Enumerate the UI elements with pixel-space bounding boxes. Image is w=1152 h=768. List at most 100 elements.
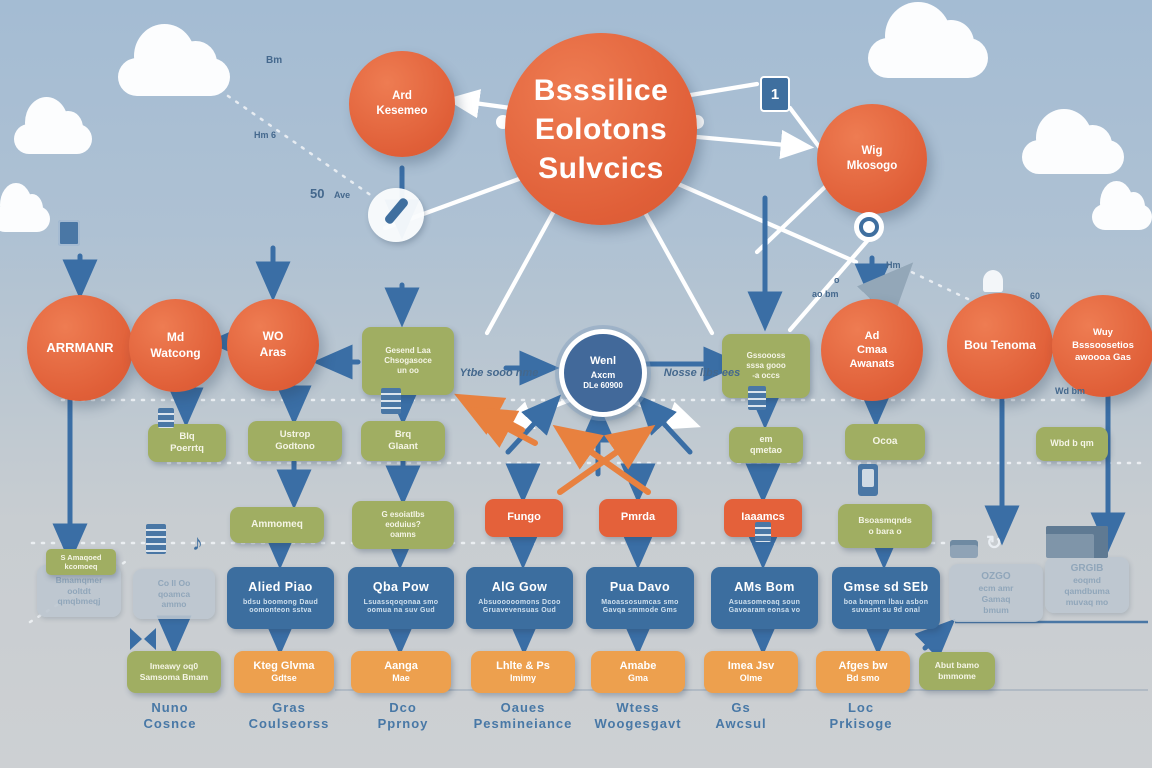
box-text: ecm amr — [978, 583, 1014, 594]
label-text: Dco — [389, 700, 417, 715]
node-text: awoooa Gas — [1075, 352, 1131, 364]
box-text: Bmamqmer — [55, 575, 103, 586]
node-md: Md Watcong — [129, 299, 222, 392]
label-text: Nuno — [151, 700, 189, 715]
box-text: Gesend Laa — [385, 346, 431, 355]
bowtie-icon — [130, 628, 156, 650]
box-text: Fungo — [507, 511, 541, 524]
box-text: sssa gooo — [746, 361, 786, 370]
rocket-icon — [368, 188, 424, 242]
label-text: Gs — [731, 700, 751, 715]
node-text: Bsssoosetios — [1072, 339, 1134, 351]
blue-box-qba: Qba Pow Lsuassqoqonaa smo oomua na suv G… — [348, 567, 454, 629]
label-text: Cosnce — [143, 716, 197, 732]
box-text: qamdbuma — [1064, 585, 1110, 596]
box-tag: S Amaqoed kcomoeq — [46, 549, 116, 575]
central-node: Bsssilice Eolotons Sulvcics — [505, 33, 697, 225]
node-text: Cmaa — [857, 343, 887, 356]
cloud — [14, 97, 92, 154]
box-text: Imeawy oq0 — [149, 661, 199, 672]
float-label-aobm: ao bm — [812, 289, 839, 299]
float-label-fifty: 50 — [310, 186, 325, 201]
card-icon — [950, 540, 978, 558]
box-subtext: Gruavevensuas Oud — [482, 607, 557, 615]
box-text: em — [759, 433, 773, 444]
target-icon — [854, 212, 884, 242]
node-text: Md — [166, 329, 185, 344]
box-text: G esoiatlbs — [381, 510, 425, 519]
bottom-box-amabe: Amabe Gma — [591, 651, 685, 693]
box-subtext: Asuasomeoaq soun — [728, 598, 801, 606]
box-text: oamns — [390, 530, 416, 539]
box-ozgo: OZGO ecm amr Gamaq bmum — [949, 564, 1043, 622]
box-text: ammo — [161, 599, 187, 610]
cloud — [1022, 109, 1124, 174]
box-text: eoduius? — [385, 520, 421, 529]
cloud — [0, 182, 50, 232]
float-label-ave: Ave — [334, 190, 351, 200]
box-title: Gmse sd SEb — [843, 579, 929, 594]
node-text: WO — [262, 329, 284, 344]
float-label-sixty: 60 — [1030, 291, 1041, 301]
box-text: Afges bw — [838, 659, 888, 672]
box-coiloo: Co Il Oo qoamca ammo — [133, 569, 215, 619]
box-text: qmqbmeqj — [57, 596, 101, 607]
node-ard: Ard Kesemeo — [349, 51, 455, 157]
blue-box-gmse: Gmse sd SEb boa bnqmm lbau asbon suvasnt… — [832, 567, 940, 629]
hub-text: DLe 60900 — [583, 381, 623, 391]
box-text: OZGO — [981, 570, 1011, 582]
document-badge-icon: 1 — [760, 76, 790, 112]
hub-node: Wenl Axcm DLe 60900 — [559, 329, 647, 417]
box-bsoasmqnds: Bsoasmqnds o bara o — [838, 504, 932, 548]
category-label: Gras Coulseorss — [237, 700, 341, 733]
node-text: Mkosogo — [846, 160, 898, 172]
box-subtext: Gavqa smmode Gms — [602, 607, 678, 615]
page-icon — [158, 408, 174, 428]
page-icon — [748, 386, 766, 410]
bottom-box-imea: Imea Jsv Olme — [704, 651, 798, 693]
box-subtext: Absuooooomons Dcoo — [478, 598, 561, 606]
category-label: Wtess Woogesgavt — [586, 700, 690, 733]
badge-number: 1 — [770, 85, 780, 103]
box-text: Abut bamo — [934, 660, 980, 671]
blue-box-alg: AlG Gow Absuooooomons Dcoo Gruavevensuas… — [466, 567, 573, 629]
node-wo: WO Aras — [227, 299, 319, 391]
box-title: AMs Bom — [734, 579, 795, 594]
box-gssoooss: Gssoooss sssa gooo -a occs — [722, 334, 810, 398]
rocket-body — [383, 196, 410, 226]
refresh-icon: ↻ — [986, 533, 1002, 554]
box-text: Ustrop — [279, 429, 311, 441]
box-text: Brq — [394, 429, 412, 441]
box-text: Imea Jsv — [727, 659, 775, 672]
box-grgib: GRGIB eoqmd qamdbuma muvaq mo — [1045, 557, 1129, 613]
box-text: Imimy — [509, 673, 536, 684]
clipboard-icon — [146, 524, 166, 554]
box-blq: Blq Poerrtq — [148, 424, 226, 462]
box-text: Godtono — [275, 441, 315, 452]
cloud — [118, 23, 230, 96]
node-text: Watcong — [150, 345, 201, 360]
node-text: Aras — [259, 345, 287, 359]
box-text: GRGIB — [1070, 562, 1104, 574]
category-label: Gs Awcsul — [701, 700, 781, 733]
category-label: Oaues Pesmineiance — [455, 700, 591, 733]
blue-box-alied: Alied Piao bdsu boomong Daud oomonteon s… — [227, 567, 334, 629]
label-text: Prkisoge — [829, 716, 893, 732]
box-title: Alied Piao — [248, 579, 313, 594]
box-text: Mae — [392, 673, 410, 684]
float-label-nosse: Nosse libs ees — [663, 367, 741, 379]
box-text: Blq — [179, 431, 195, 443]
node-bou: Bou Tenoma — [947, 293, 1053, 399]
box-text: un oo — [397, 366, 419, 375]
node-ad: Ad Cmaa Awanats — [821, 299, 923, 401]
hub-text: Wenl — [589, 355, 617, 368]
box-subtext: oomua na suv Gud — [367, 607, 435, 615]
building-icon — [1046, 526, 1108, 558]
box-text: Aanga — [384, 659, 418, 672]
box-subtext: suvasnt su 9d onal — [851, 607, 921, 615]
box-wbd: Wbd b qm — [1036, 427, 1108, 461]
box-text: Wbd b qm — [1050, 438, 1094, 449]
label-text: Pesmineiance — [473, 716, 573, 732]
box-text: Lhlte & Ps — [496, 659, 550, 672]
